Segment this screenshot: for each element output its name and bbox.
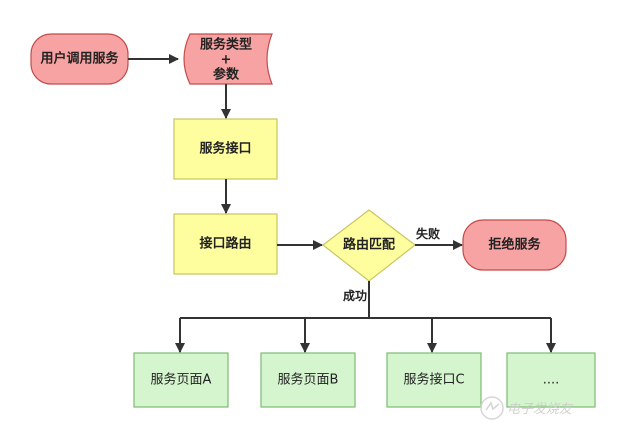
user-call-node: 用户调用服务 (30, 33, 129, 85)
service-page-a-label: 服务页面A (151, 372, 212, 388)
route-match-label: 路由匹配 (343, 237, 395, 253)
service-page-b-label: 服务页面B (278, 372, 339, 388)
fail-edge-label: 失败 (416, 226, 440, 241)
watermark-logo-icon (480, 396, 504, 420)
route-match-decision: 路由匹配 (322, 209, 416, 282)
user-call-label: 用户调用服务 (39, 51, 119, 67)
more-node: .... (506, 352, 596, 408)
reject-service-node: 拒绝服务 (462, 219, 567, 271)
interface-routing-node: 接口路由 (173, 213, 278, 275)
service-type-label: 服务类型 (200, 37, 252, 53)
service-page-b-node: 服务页面B (260, 352, 356, 408)
service-interface-c-node: 服务接口C (386, 352, 482, 408)
interface-routing-label: 接口路由 (199, 236, 251, 252)
more-label: .... (543, 373, 560, 388)
service-page-a-node: 服务页面A (133, 352, 229, 408)
service-interface-node: 服务接口 (173, 118, 278, 180)
watermark: 电子发烧友 (480, 396, 574, 420)
service-interface-label: 服务接口 (199, 141, 251, 157)
success-edge-label: 成功 (343, 288, 367, 303)
reject-service-label: 拒绝服务 (488, 237, 541, 253)
service-type-params-node: 服务类型 + 参数 (183, 33, 273, 85)
plus-label: + (221, 53, 232, 68)
service-interface-c-label: 服务接口C (403, 372, 464, 388)
params-label: 参数 (213, 67, 240, 83)
watermark-text: 电子发烧友 (507, 402, 574, 417)
